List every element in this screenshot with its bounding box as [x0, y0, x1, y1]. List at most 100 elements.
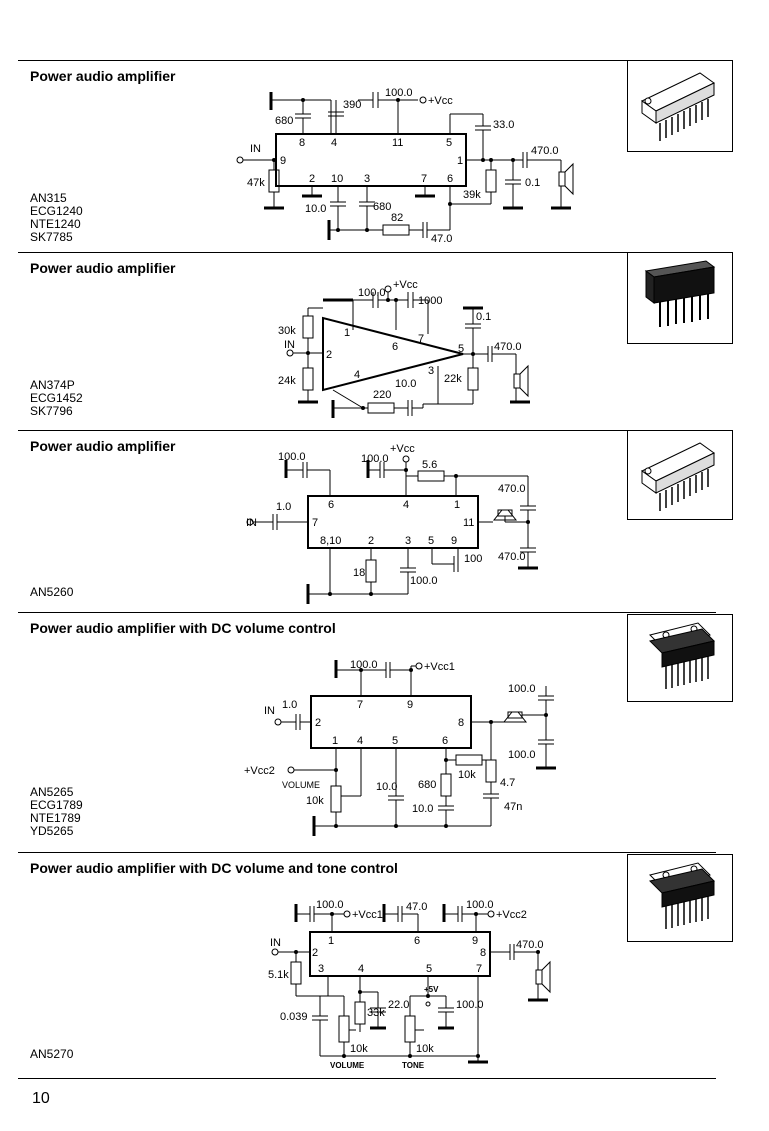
- label-1: 1.0: [276, 501, 291, 513]
- pin-5: 5: [446, 137, 452, 149]
- sil-package-icon: [641, 72, 715, 141]
- pin-1: 1: [457, 155, 463, 167]
- part-number: AN374P: [30, 378, 75, 392]
- section-title: Power audio amplifier with DC volume and…: [30, 860, 398, 876]
- label-100c: 100.0: [508, 749, 536, 761]
- package-image-sil: [627, 60, 733, 152]
- package-image-sil: [627, 252, 733, 344]
- pin-5: 5: [428, 535, 434, 547]
- label-0-039: 0.039: [280, 1011, 308, 1023]
- pin-6: 6: [392, 341, 398, 353]
- label-100b: 100.0: [361, 453, 389, 465]
- label-10: 10.0: [305, 203, 326, 215]
- pin-1: 1: [332, 735, 338, 747]
- section-title: Power audio amplifier: [30, 438, 176, 454]
- schematic-an315: 390 680 100.0 +Vcc 33.0 470.0 IN 47k 0.1…: [236, 87, 574, 245]
- pin-3: 3: [428, 365, 434, 377]
- label-10: 10.0: [395, 378, 416, 390]
- pin-9: 9: [407, 699, 413, 711]
- label-24k: 24k: [278, 375, 296, 387]
- label-5-1k: 5.1k: [268, 969, 289, 981]
- label-in: IN: [284, 339, 295, 351]
- label-0-1: 0.1: [525, 177, 540, 189]
- section-an374p: Power audio amplifier AN374P ECG1452 SK7…: [18, 252, 733, 430]
- label-18: 18: [353, 567, 365, 579]
- label-680: 680: [418, 779, 436, 791]
- label-10k-b: 10k: [416, 1043, 434, 1055]
- label-100c: 100: [464, 553, 482, 565]
- rule-top: [18, 60, 716, 61]
- pin-2: 2: [312, 947, 318, 959]
- part-numbers: AN315 ECG1240 NTE1240 SK7785: [30, 192, 83, 244]
- label-82: 82: [391, 212, 403, 224]
- pin-6: 6: [442, 735, 448, 747]
- label-47k: 47k: [247, 177, 265, 189]
- part-numbers: AN5260: [30, 586, 73, 599]
- pin-4: 4: [354, 369, 360, 381]
- label-10k-a: 10k: [350, 1043, 368, 1055]
- label-100a: 100.0: [278, 451, 306, 463]
- part-number: NTE1789: [30, 811, 81, 825]
- pin-11: 11: [392, 137, 403, 149]
- label-100a: 100.0: [316, 899, 344, 911]
- part-number: AN315: [30, 191, 67, 205]
- label-680: 680: [275, 115, 293, 127]
- label-100d: 100.0: [410, 575, 438, 587]
- pin-3: 3: [318, 963, 324, 975]
- tab-package-icon: [649, 862, 715, 929]
- pin-4: 4: [357, 735, 363, 747]
- label-1000: 1000: [418, 295, 442, 307]
- section-an315: Power audio amplifier AN315 ECG1240 NTE1…: [18, 60, 733, 252]
- label-22k: 22k: [444, 373, 462, 385]
- pin-3: 3: [364, 173, 370, 185]
- label-vcc1: +Vcc1: [352, 909, 383, 921]
- label-in: IN: [264, 705, 275, 717]
- label-39k: 39k: [463, 189, 481, 201]
- pin-11: 11: [463, 517, 474, 529]
- sil-block-package-icon: [644, 260, 716, 327]
- label-100c: 100.0: [456, 999, 484, 1011]
- pin-4: 4: [331, 137, 337, 149]
- pin-3: 3: [405, 535, 411, 547]
- pin-2: 2: [368, 535, 374, 547]
- label-100a: 100.0: [350, 659, 378, 671]
- label-vcc: +Vcc: [393, 279, 418, 291]
- label-5-6: 5.6: [422, 459, 437, 471]
- label-30k: 30k: [278, 325, 296, 337]
- tab-package-icon: [649, 622, 715, 689]
- section-title: Power audio amplifier: [30, 260, 176, 276]
- label-tone: TONE: [402, 1061, 425, 1070]
- pin-7: 7: [418, 333, 424, 345]
- rule-1: [18, 252, 716, 253]
- pin-2: 2: [315, 717, 321, 729]
- label-680b: 680: [373, 201, 391, 213]
- pin-7: 7: [476, 963, 482, 975]
- label-470: 470.0: [494, 341, 522, 353]
- label-0-1: 0.1: [476, 311, 491, 323]
- schematic-an5270: 100.0 +Vcc1 47.0 100.0 +Vcc2 IN 470.0 5.…: [268, 899, 551, 1070]
- label-470: 470.0: [516, 939, 544, 951]
- label-1: 1.0: [282, 699, 297, 711]
- pin-1: 1: [344, 327, 350, 339]
- pin-4: 4: [358, 963, 364, 975]
- pin-6: 6: [414, 935, 420, 947]
- package-image-sil: [627, 430, 733, 520]
- part-number: ECG1789: [30, 798, 83, 812]
- label-47n: 47n: [504, 801, 522, 813]
- label-390: 390: [343, 99, 361, 111]
- part-number: YD5265: [30, 824, 74, 838]
- label-100: 100.0: [385, 87, 413, 99]
- schematic-an5260: +Vcc 100.0 100.0 5.6 470.0 1.0 IN 470.0 …: [246, 443, 538, 604]
- label-in: IN: [250, 143, 261, 155]
- pin-5: 5: [458, 343, 464, 355]
- label-100: 100.0: [358, 287, 386, 299]
- label-470a: 470.0: [498, 483, 526, 495]
- label-470: 470.0: [531, 145, 559, 157]
- pin-8: 8: [299, 137, 305, 149]
- label-vcc2: +Vcc2: [496, 909, 527, 921]
- rule-bottom: [18, 1078, 716, 1079]
- label-5v: +5V: [424, 985, 439, 994]
- label-47: 47.0: [406, 901, 427, 913]
- section-an5265: Power audio amplifier with DC volume con…: [18, 612, 733, 852]
- part-number: AN5265: [30, 785, 74, 799]
